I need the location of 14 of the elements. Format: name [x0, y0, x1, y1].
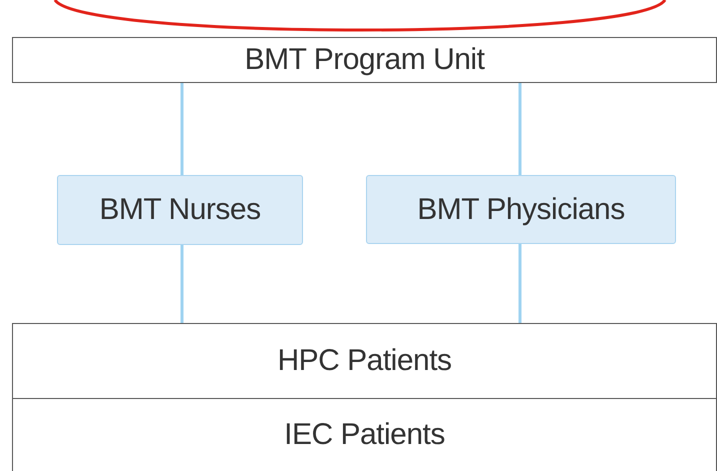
unit-box [12, 398, 717, 471]
node-label: BMT Program Unit [244, 43, 484, 77]
connector-line [180, 83, 184, 175]
unit-box [12, 37, 717, 83]
node-label: BMT Physicians [417, 192, 625, 226]
role-box [366, 175, 676, 244]
unit-box [12, 323, 717, 399]
connector-line [518, 244, 522, 323]
connector-line [518, 83, 522, 175]
connector-line [180, 245, 184, 323]
role-box [57, 175, 303, 245]
node-label: IEC Patients [284, 418, 445, 452]
node-label: BMT Nurses [99, 193, 261, 227]
node-label: HPC Patients [277, 344, 452, 378]
